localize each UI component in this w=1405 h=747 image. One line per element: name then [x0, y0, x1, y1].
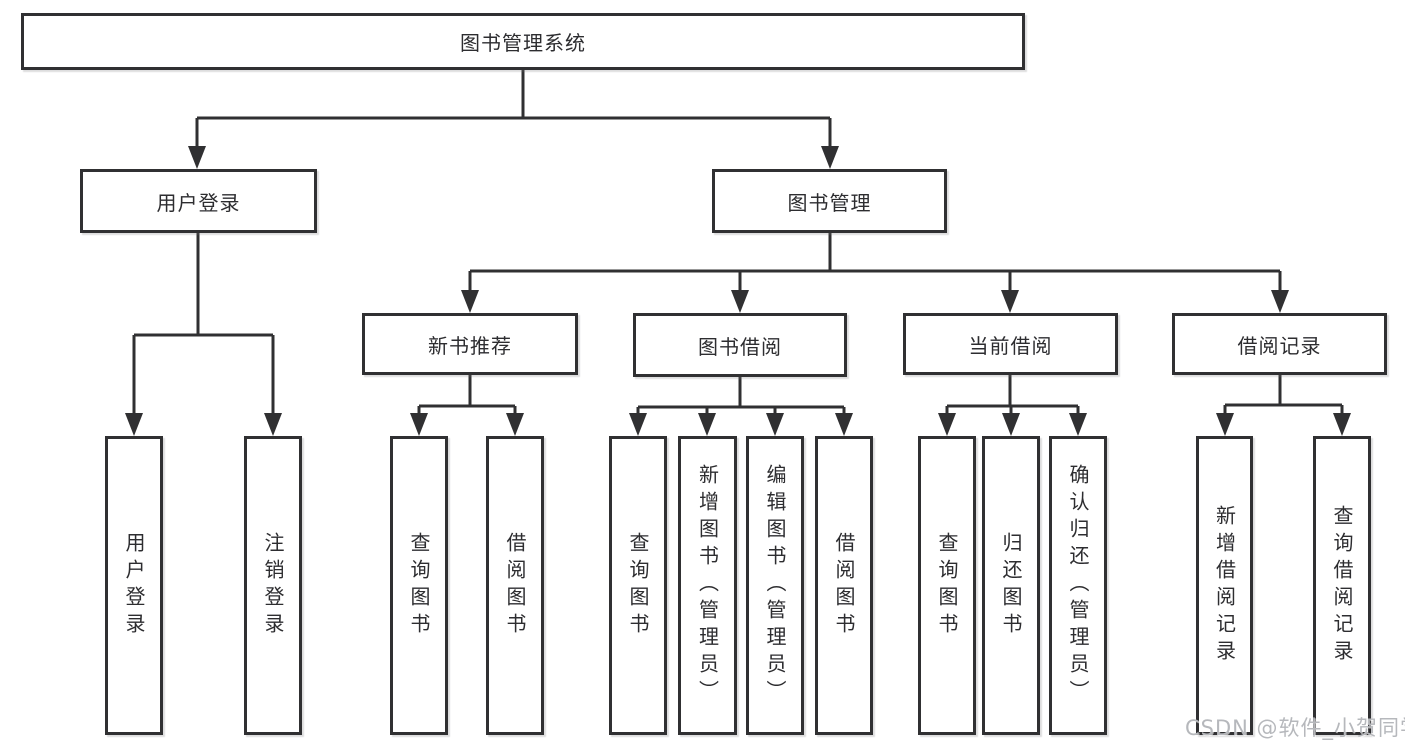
leaf-logout-label: 注销登录 — [261, 531, 285, 640]
node-book-borrow: 图书借阅 — [633, 313, 847, 377]
leaf-borrow-edit-books-admin-label: 编辑图书（管理员） — [763, 464, 787, 707]
leaf-logout: 注销登录 — [244, 436, 302, 735]
leaf-records-add-record-label: 新增借阅记录 — [1212, 504, 1237, 667]
node-current-borrow-label: 当前借阅 — [968, 333, 1053, 358]
leaf-borrow-borrow-books: 借阅图书 — [815, 436, 873, 735]
node-user-login: 用户登录 — [80, 169, 317, 233]
leaf-records-query-record: 查询借阅记录 — [1313, 436, 1371, 735]
leaf-newbooks-query-books-label: 查询图书 — [407, 531, 431, 640]
csdn-watermark: CSDN @软件_小贺同学 — [1185, 716, 1405, 740]
arrowhead-icons — [125, 146, 1351, 436]
node-current-borrow: 当前借阅 — [903, 313, 1118, 375]
node-book-management: 图书管理 — [712, 169, 947, 233]
leaf-records-query-record-label: 查询借阅记录 — [1330, 504, 1354, 667]
leaf-current-query-books: 查询图书 — [918, 436, 976, 735]
node-root: 图书管理系统 — [21, 13, 1025, 70]
leaf-records-add-record: 新增借阅记录 — [1196, 436, 1253, 735]
leaf-user-login-label: 用户登录 — [122, 531, 146, 640]
node-new-book-recommend: 新书推荐 — [362, 313, 578, 375]
leaf-current-confirm-return-admin: 确认归还（管理员） — [1049, 436, 1107, 735]
leaf-borrow-borrow-books-label: 借阅图书 — [832, 531, 856, 640]
leaf-borrow-add-books-admin-label: 新增图书（管理员） — [695, 464, 720, 707]
leaf-newbooks-borrow-books-label: 借阅图书 — [503, 531, 527, 640]
leaf-borrow-query-books: 查询图书 — [609, 436, 667, 735]
node-root-label: 图书管理系统 — [460, 31, 586, 55]
leaf-borrow-add-books-admin: 新增图书（管理员） — [678, 436, 737, 735]
leaf-user-login: 用户登录 — [105, 436, 163, 735]
leaf-borrow-edit-books-admin: 编辑图书（管理员） — [746, 436, 804, 735]
leaf-newbooks-query-books: 查询图书 — [390, 436, 448, 735]
leaf-borrow-query-books-label: 查询图书 — [626, 531, 650, 640]
leaf-current-return-books-label: 归还图书 — [999, 531, 1023, 640]
node-book-borrow-label: 图书借阅 — [698, 334, 782, 359]
node-user-login-label: 用户登录 — [156, 190, 241, 215]
leaf-current-return-books: 归还图书 — [982, 436, 1040, 735]
node-borrow-records-label: 借阅记录 — [1237, 333, 1322, 358]
leaf-current-confirm-return-admin-label: 确认归还（管理员） — [1066, 464, 1090, 707]
leaf-current-query-books-label: 查询图书 — [935, 531, 959, 640]
leaf-newbooks-borrow-books: 借阅图书 — [486, 436, 544, 735]
node-new-book-recommend-label: 新书推荐 — [428, 333, 512, 358]
node-borrow-records: 借阅记录 — [1172, 313, 1387, 375]
node-book-management-label: 图书管理 — [787, 190, 872, 215]
